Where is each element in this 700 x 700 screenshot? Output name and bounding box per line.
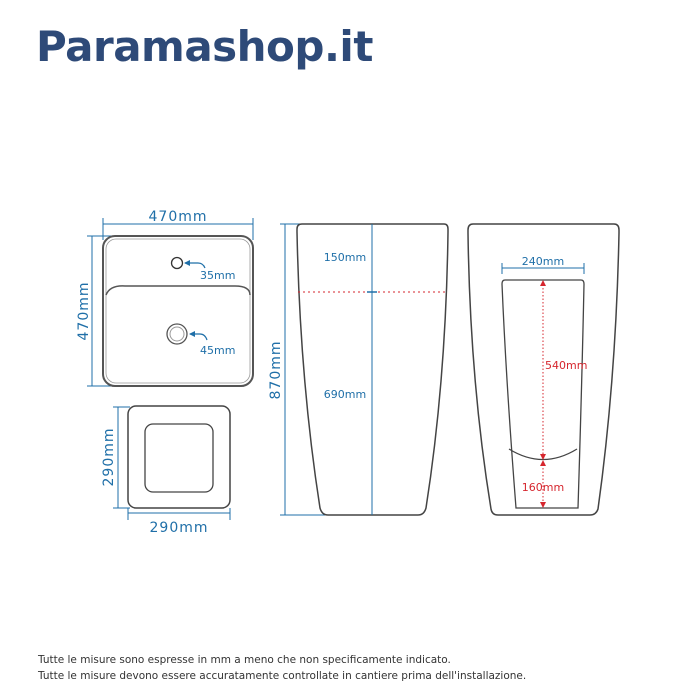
basin-height-label: 150mm — [324, 251, 366, 264]
base-width-label: 290mm — [150, 520, 209, 536]
opening-height-label: 540mm — [545, 359, 587, 372]
pedestal-height-label: 690mm — [324, 388, 366, 401]
opening-width-label: 240mm — [522, 255, 564, 268]
note-line-1: Tutte le misure sono espresse in mm a me… — [38, 654, 451, 666]
base-view — [113, 405, 231, 520]
brand-logo: Paramashop.it — [36, 22, 373, 71]
note-line-2: Tutte le misure devono essere accuratame… — [38, 670, 527, 682]
rear-view — [467, 223, 620, 516]
top-view — [87, 218, 254, 387]
top-depth-label: 470mm — [76, 282, 92, 341]
base-height-label: 290mm — [101, 428, 117, 487]
tap-hole-label: 35mm — [200, 269, 235, 282]
side-view — [280, 223, 449, 516]
lower-height-label: 160mm — [522, 481, 564, 494]
top-width-label: 470mm — [149, 209, 208, 225]
total-height-label: 870mm — [268, 341, 284, 400]
drain-label: 45mm — [200, 344, 235, 357]
